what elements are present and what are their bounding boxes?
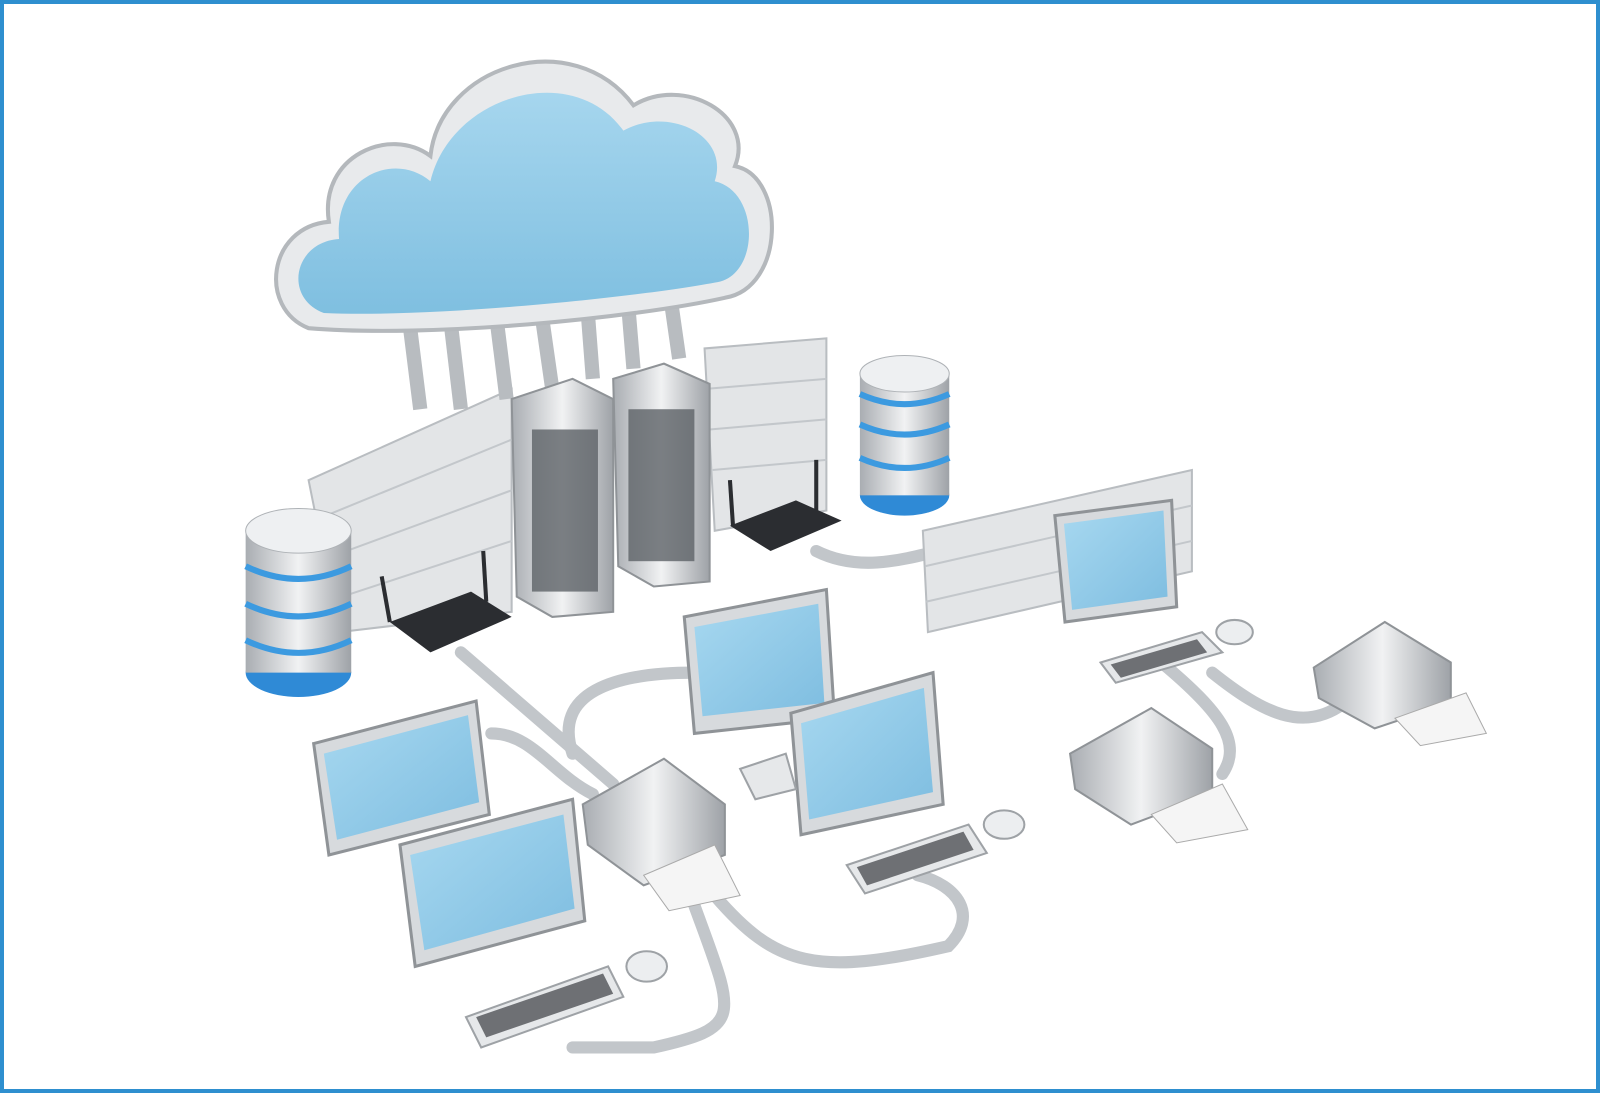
keyboard-icon (738, 752, 798, 801)
firewall-icon (307, 337, 1193, 634)
printer-icon (1312, 620, 1488, 747)
keyboard-keys (856, 831, 974, 886)
monitor-icon (789, 670, 945, 837)
database-icon (244, 508, 353, 697)
monitor-icon (398, 797, 587, 969)
mouse-icon (625, 950, 669, 983)
cloud-icon (274, 59, 774, 333)
monitor-icon (311, 699, 491, 857)
mouse-icon (1215, 618, 1254, 646)
printer-icon (1068, 706, 1249, 844)
database-icon (858, 355, 951, 516)
keyboard-keys (1110, 639, 1208, 678)
server-icon (612, 362, 711, 588)
mouse-icon (982, 809, 1026, 840)
monitor-icon (1053, 498, 1179, 624)
router-icon (379, 550, 512, 653)
monitor-icon (682, 587, 837, 736)
cable-icon (454, 544, 1351, 1054)
keyboard-keys (476, 973, 614, 1038)
server-icon (510, 377, 615, 618)
network-illustration (244, 59, 1488, 1054)
printer-icon (581, 757, 741, 912)
router-icon (727, 459, 842, 552)
cable-icon (403, 286, 687, 411)
